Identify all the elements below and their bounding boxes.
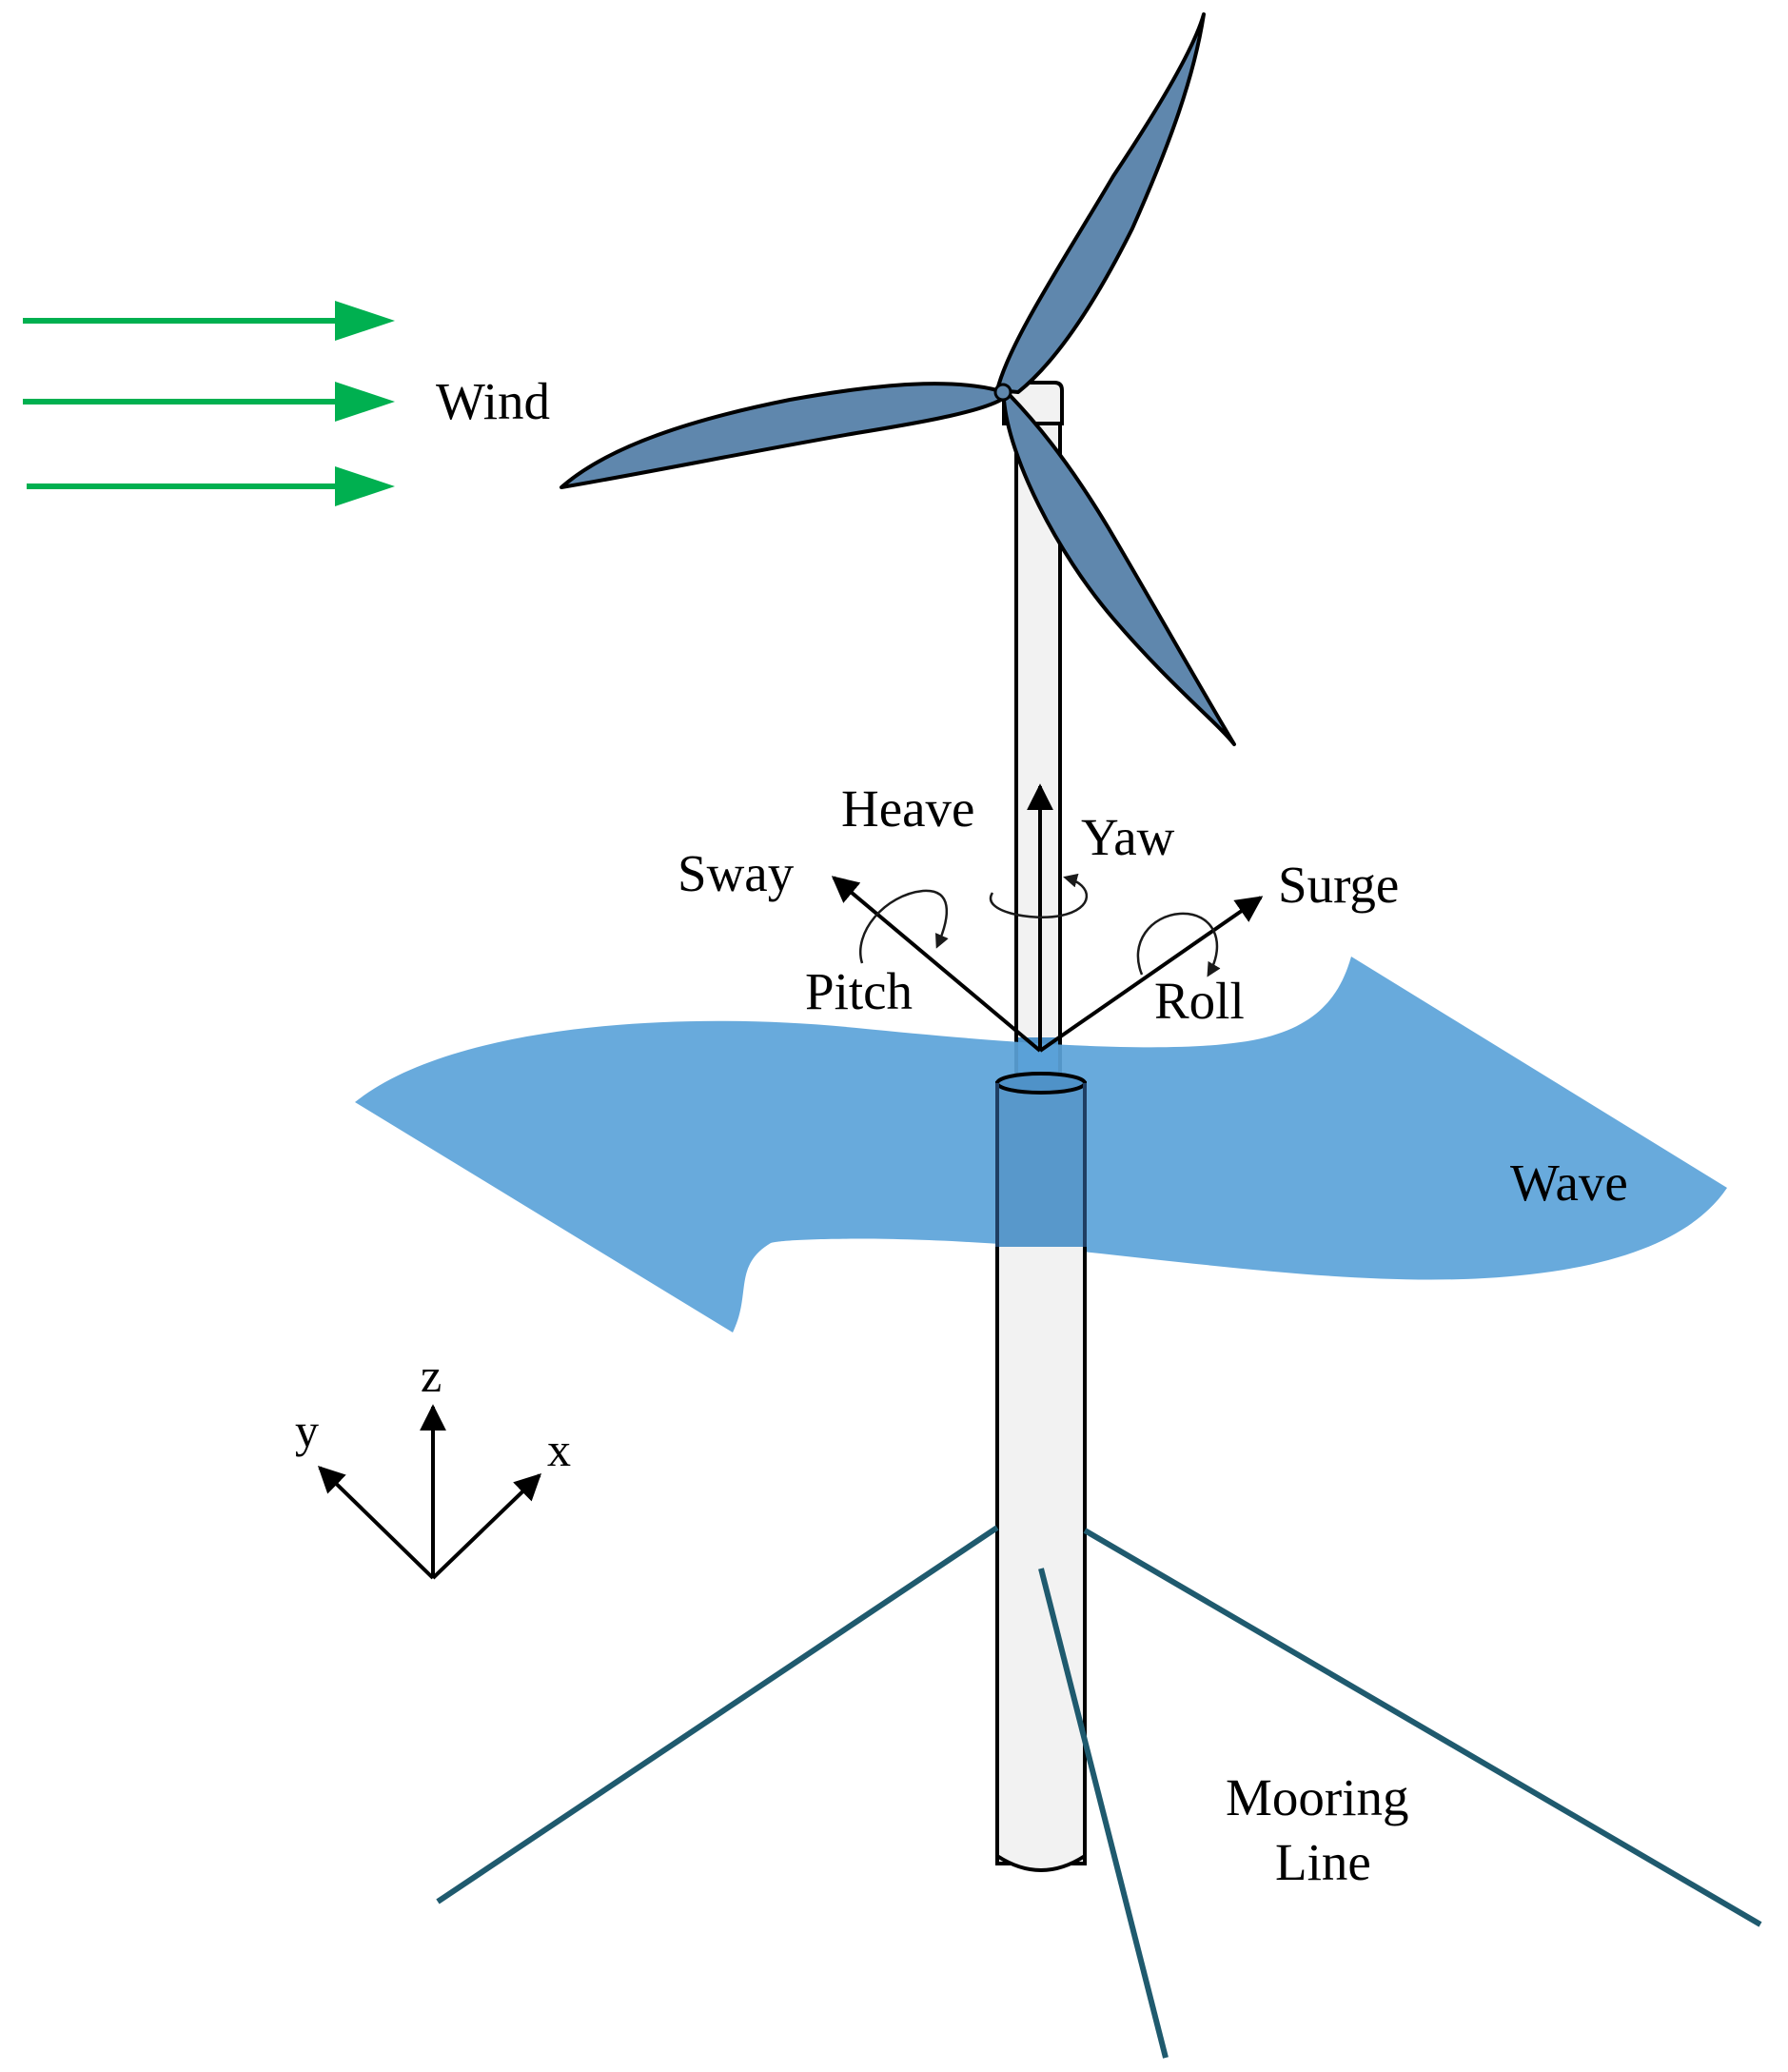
x-axis bbox=[431, 1473, 542, 1580]
mooring-line-label-2: Line bbox=[1275, 1833, 1371, 1891]
pitch-rotation-icon bbox=[859, 889, 949, 964]
wind-arrow-top bbox=[23, 301, 395, 341]
mooring-line-label-1: Mooring bbox=[1226, 1768, 1409, 1826]
mooring-line-left bbox=[436, 1525, 999, 1904]
dof-arrows bbox=[831, 783, 1264, 1053]
wind-arrow-middle bbox=[23, 382, 395, 422]
spar-platform bbox=[995, 1072, 1087, 1872]
yaw-label: Yaw bbox=[1081, 808, 1175, 866]
spar-submerged-top bbox=[999, 1087, 1083, 1247]
blade-left bbox=[560, 382, 1003, 489]
sway-label: Sway bbox=[678, 844, 795, 902]
spar-top-ellipse bbox=[995, 1072, 1087, 1095]
blade-bottom bbox=[1002, 392, 1236, 746]
surge-label: Surge bbox=[1278, 856, 1399, 914]
x-axis-label: x bbox=[547, 1423, 571, 1476]
roll-label: Roll bbox=[1154, 972, 1245, 1030]
roll-rotation-icon bbox=[1136, 912, 1221, 977]
heave-label: Heave bbox=[841, 779, 974, 838]
y-axis-label: y bbox=[295, 1404, 319, 1457]
wind-label: Wind bbox=[436, 372, 550, 430]
pitch-label: Pitch bbox=[805, 962, 913, 1020]
y-axis bbox=[317, 1466, 435, 1580]
yaw-rotation-icon bbox=[989, 873, 1089, 918]
surge-arrow bbox=[1038, 896, 1264, 1053]
z-axis-label: z bbox=[421, 1349, 442, 1402]
wave-label: Wave bbox=[1510, 1154, 1628, 1212]
mooring-line-front bbox=[1038, 1568, 1169, 2059]
mooring-line-right bbox=[1083, 1528, 1762, 1927]
wind-arrow-bottom bbox=[27, 466, 395, 506]
wind-arrows bbox=[23, 301, 395, 506]
hub bbox=[993, 383, 1012, 402]
spar-bottom-cap bbox=[995, 1854, 1087, 1872]
rotor bbox=[560, 12, 1236, 746]
mooring-lines bbox=[436, 1525, 1762, 2059]
sway-arrow bbox=[831, 876, 1042, 1053]
blade-top bbox=[995, 12, 1206, 394]
coordinate-axes bbox=[317, 1404, 542, 1580]
